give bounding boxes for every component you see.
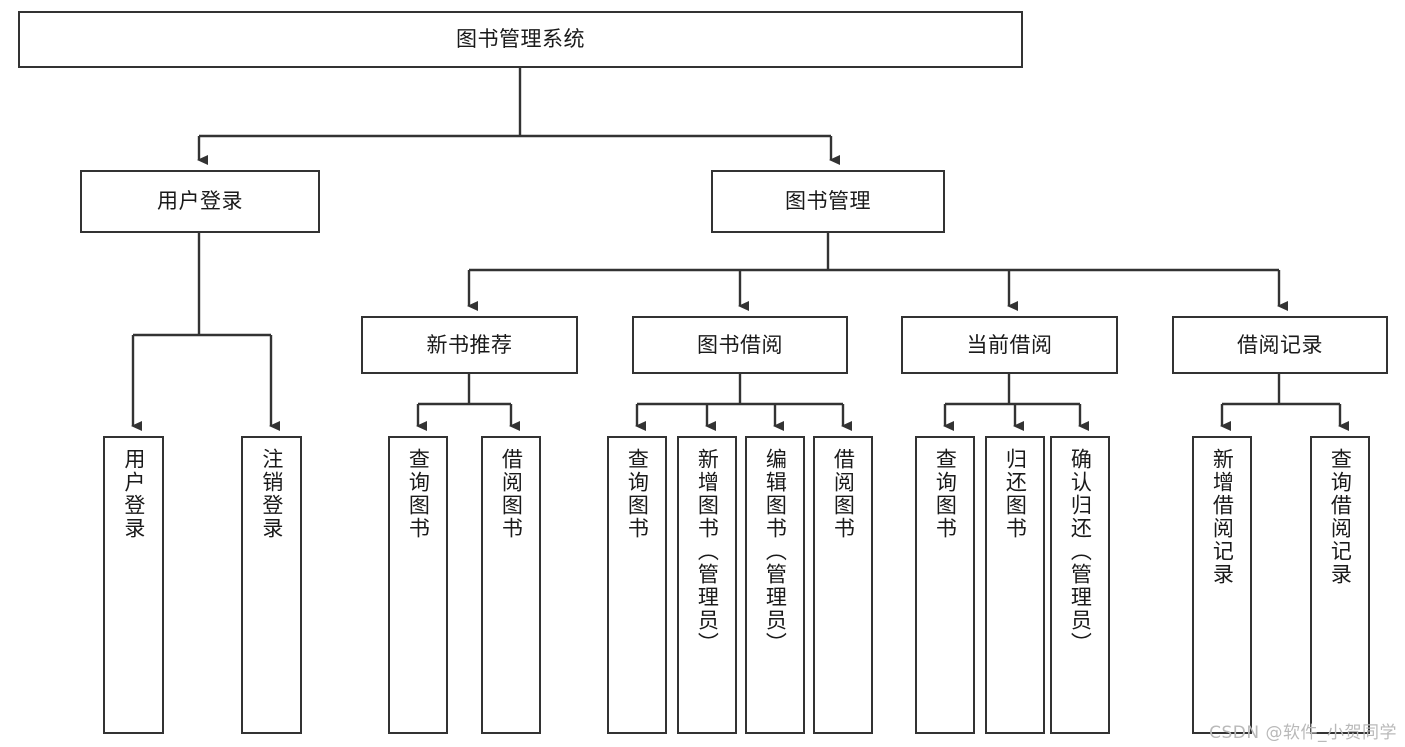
node-label: 查询图书 — [406, 448, 431, 540]
node-label: 图书借阅 — [697, 332, 783, 357]
node-label: 新书推荐 — [426, 332, 513, 357]
node-leaf-query-book-2[interactable]: 查询图书 — [607, 436, 667, 734]
node-label: 注销登录 — [259, 448, 284, 540]
node-label: 借阅图书 — [499, 448, 524, 540]
node-label: 当前借阅 — [966, 332, 1053, 357]
node-book-manage[interactable]: 图书管理 — [711, 170, 945, 233]
node-user-login[interactable]: 用户登录 — [80, 170, 320, 233]
node-leaf-add-book[interactable]: 新增图书（管理员） — [677, 436, 737, 734]
node-label: 图书管理系统 — [456, 27, 585, 52]
csdn-watermark: CSDN @软件_小贺同学 — [1209, 723, 1397, 743]
node-label: 查询借阅记录 — [1328, 448, 1353, 586]
node-label: 归还图书 — [1003, 448, 1028, 540]
node-leaf-query-record[interactable]: 查询借阅记录 — [1310, 436, 1370, 734]
node-leaf-logout-login[interactable]: 注销登录 — [241, 436, 302, 734]
node-leaf-user-login[interactable]: 用户登录 — [103, 436, 164, 734]
node-label: 查询图书 — [625, 448, 650, 540]
node-label: 用户登录 — [121, 448, 146, 540]
node-label: 新增图书（管理员） — [695, 448, 720, 655]
node-leaf-add-record[interactable]: 新增借阅记录 — [1192, 436, 1252, 734]
node-leaf-borrow-book-1[interactable]: 借阅图书 — [481, 436, 541, 734]
node-label: 查询图书 — [933, 448, 958, 540]
node-root-system[interactable]: 图书管理系统 — [18, 11, 1023, 68]
node-label: 借阅记录 — [1237, 332, 1323, 357]
node-leaf-confirm-return[interactable]: 确认归还（管理员） — [1050, 436, 1110, 734]
node-leaf-return-book[interactable]: 归还图书 — [985, 436, 1045, 734]
node-label: 用户登录 — [157, 189, 243, 214]
node-current-borrow[interactable]: 当前借阅 — [901, 316, 1118, 374]
node-label: 编辑图书（管理员） — [763, 448, 788, 655]
node-label: 确认归还（管理员） — [1068, 448, 1093, 655]
node-leaf-query-book-1[interactable]: 查询图书 — [388, 436, 448, 734]
node-leaf-borrow-book-2[interactable]: 借阅图书 — [813, 436, 873, 734]
node-book-borrow[interactable]: 图书借阅 — [632, 316, 848, 374]
node-leaf-edit-book[interactable]: 编辑图书（管理员） — [745, 436, 805, 734]
node-borrow-record[interactable]: 借阅记录 — [1172, 316, 1388, 374]
node-label: 图书管理 — [785, 189, 871, 214]
node-label: 新增借阅记录 — [1210, 448, 1235, 586]
node-label: 借阅图书 — [831, 448, 856, 540]
node-new-book-recommend[interactable]: 新书推荐 — [361, 316, 578, 374]
node-leaf-query-book-3[interactable]: 查询图书 — [915, 436, 975, 734]
